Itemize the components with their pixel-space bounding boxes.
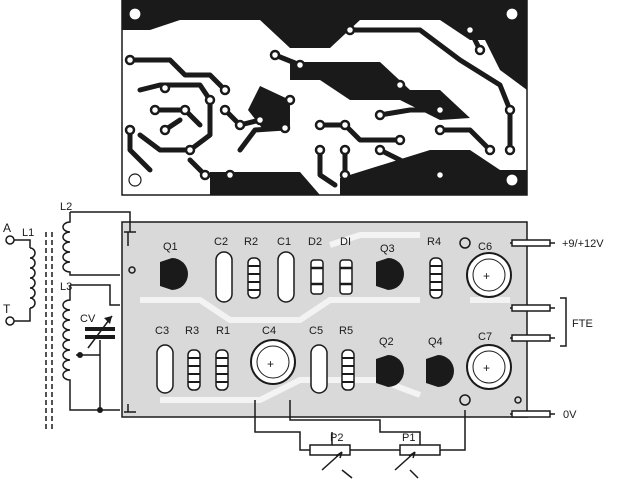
label-c6: C6 bbox=[478, 241, 492, 253]
label-supply: +9/+12V bbox=[562, 238, 604, 250]
label-ground: T bbox=[3, 302, 11, 316]
label-q2: Q2 bbox=[379, 336, 394, 348]
label-c7: C7 bbox=[478, 331, 492, 343]
transistor-q4 bbox=[426, 355, 454, 387]
label-r1: R1 bbox=[216, 325, 230, 337]
label-r4: R4 bbox=[427, 236, 441, 248]
label-c4: C4 bbox=[262, 325, 276, 337]
variable-capacitor-cv bbox=[77, 315, 115, 413]
label-p1: P1 bbox=[402, 432, 415, 444]
potentiometers bbox=[254, 400, 466, 479]
transistor-q1 bbox=[160, 258, 188, 290]
capacitor-c7: + bbox=[466, 344, 512, 390]
capacitor-c4: + bbox=[250, 339, 296, 385]
capacitor-c5 bbox=[310, 344, 328, 394]
label-zero-v: 0V bbox=[563, 409, 577, 421]
resistor-r3 bbox=[187, 349, 201, 391]
label-p2: P2 bbox=[330, 432, 343, 444]
transistor-q3 bbox=[376, 258, 404, 290]
label-q1: Q1 bbox=[163, 241, 178, 253]
antenna-coil bbox=[5, 211, 131, 430]
label-l2: L2 bbox=[60, 201, 72, 213]
label-cv: CV bbox=[80, 313, 96, 325]
label-r5: R5 bbox=[339, 325, 353, 337]
svg-text:+: + bbox=[483, 361, 490, 375]
label-c3: C3 bbox=[155, 325, 169, 337]
capacitor-c1 bbox=[277, 251, 295, 303]
label-antenna: A bbox=[3, 221, 11, 235]
label-r3: R3 bbox=[185, 325, 199, 337]
capacitor-c6: + bbox=[466, 252, 512, 298]
diode-d2 bbox=[310, 259, 324, 295]
resistor-r1 bbox=[215, 349, 229, 391]
label-c2: C2 bbox=[214, 236, 228, 248]
label-d1: DI bbox=[340, 236, 351, 248]
label-q3: Q3 bbox=[380, 243, 395, 255]
capacitor-c2 bbox=[215, 251, 233, 303]
label-d2: D2 bbox=[308, 236, 322, 248]
resistor-r4 bbox=[429, 257, 443, 299]
svg-text:+: + bbox=[483, 269, 490, 283]
label-fte: FTE bbox=[572, 318, 593, 330]
diode-d1 bbox=[339, 259, 353, 295]
resistor-r5 bbox=[341, 349, 355, 391]
copper-foil-pattern bbox=[121, 0, 528, 196]
transistor-q2 bbox=[376, 355, 404, 387]
svg-text:+: + bbox=[267, 357, 274, 371]
label-l3: L3 bbox=[60, 281, 72, 293]
label-c1: C1 bbox=[277, 236, 291, 248]
label-l1: L1 bbox=[22, 227, 34, 239]
label-q4: Q4 bbox=[428, 336, 443, 348]
supply-connection bbox=[510, 239, 567, 418]
capacitor-c3 bbox=[156, 344, 174, 394]
resistor-r2 bbox=[247, 257, 261, 299]
label-r2: R2 bbox=[244, 236, 258, 248]
label-c5: C5 bbox=[309, 325, 323, 337]
